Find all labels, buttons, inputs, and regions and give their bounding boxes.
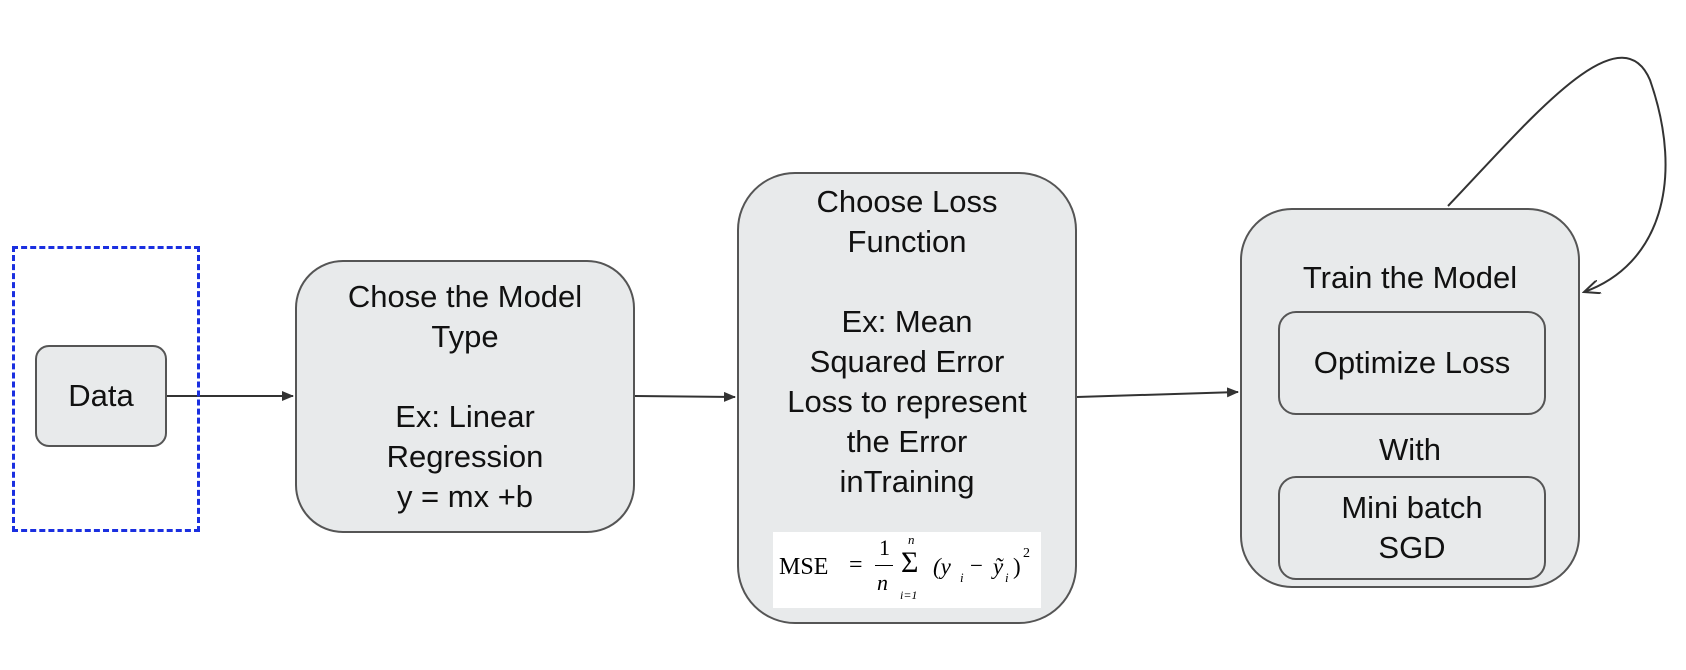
formula-yhat: ỹ — [993, 554, 1004, 579]
formula-term-open: (y — [933, 554, 951, 579]
formula-sub-i2: i — [1005, 570, 1009, 585]
model-type-node[interactable]: Chose the Model Type Ex: Linear Regressi… — [295, 260, 635, 533]
formula-fraction-bar — [875, 565, 893, 566]
train-model-node[interactable]: Train the Model Optimize Loss With Mini … — [1240, 208, 1580, 588]
formula-sum-upper: n — [908, 532, 915, 547]
model-type-text: Chose the Model Type Ex: Linear Regressi… — [347, 278, 583, 514]
data-node-label: Data — [68, 378, 134, 413]
formula-equals: = — [849, 552, 863, 578]
with-label: With — [1379, 432, 1441, 467]
formula-sum-symbol: Σ — [901, 546, 919, 579]
mse-formula: MSE = 1 n n Σ i=1 (y i − ỹ i ) 2 — [773, 532, 1041, 608]
formula-sum-lower: i=1 — [900, 588, 918, 602]
optimize-loss-node[interactable]: Optimize Loss — [1278, 311, 1546, 415]
loss-function-node[interactable]: Choose Loss Function Ex: Mean Squared Er… — [737, 172, 1077, 624]
optimize-loss-label: Optimize Loss — [1313, 345, 1511, 380]
data-node[interactable]: Data — [35, 345, 167, 447]
formula-close: ) — [1013, 554, 1021, 579]
arrow-loss-to-train — [1076, 387, 1239, 398]
train-model-title: Train the Model — [1302, 260, 1518, 295]
loss-function-text: Choose Loss Function Ex: Mean Squared Er… — [787, 184, 1027, 499]
formula-minus: − — [970, 553, 983, 578]
selection-marquee[interactable] — [12, 246, 200, 532]
arrow-train-loop — [1447, 56, 1667, 292]
formula-power: 2 — [1023, 546, 1030, 561]
formula-fraction-denominator: n — [877, 570, 888, 595]
formula-fraction-numerator: 1 — [879, 535, 890, 560]
arrow-model-to-loss — [634, 391, 736, 402]
formula-sub-i: i — [960, 570, 964, 585]
mini-batch-sgd-node[interactable]: Mini batch SGD — [1278, 476, 1546, 580]
mini-batch-sgd-label: Mini batch SGD — [1341, 490, 1483, 565]
formula-lhs: MSE — [779, 554, 829, 580]
